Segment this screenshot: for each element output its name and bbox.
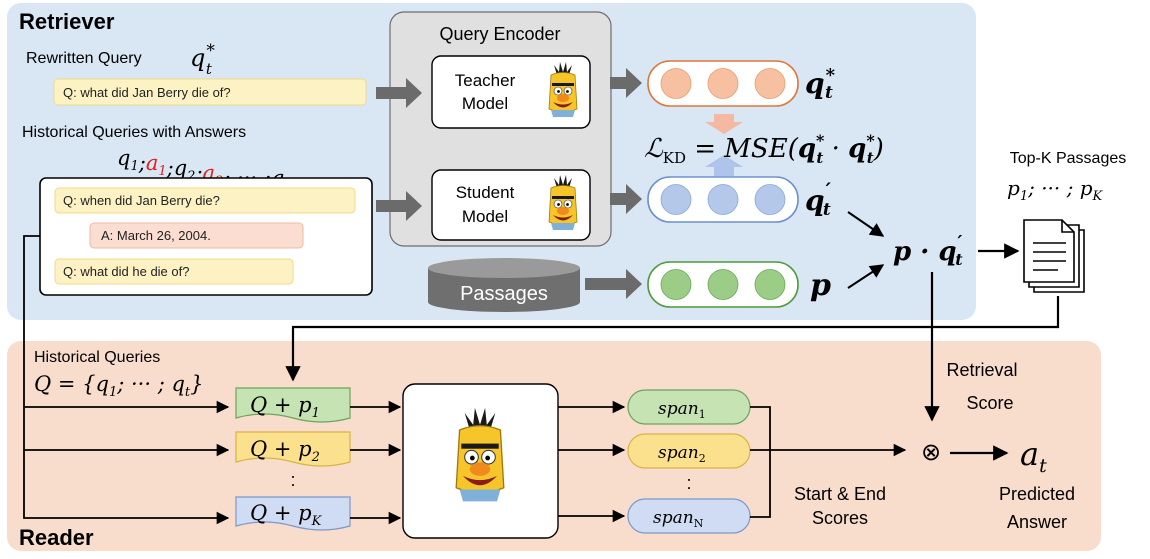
document-stack-icon [1023, 219, 1085, 293]
sequence-token: ; [194, 161, 202, 185]
start-end-label: Scores [812, 508, 868, 528]
database-cylinder-icon [428, 258, 580, 312]
dot-product-label: p · q′t [893, 232, 963, 269]
kd-down-arrow [705, 114, 743, 134]
rewritten-query-label: Rewritten Query [26, 50, 142, 67]
sequence-subscript: 2 [186, 169, 195, 184]
reader-input-label: Q + pK [250, 501, 323, 529]
student-model-label: Model [462, 207, 508, 226]
history-item [54, 187, 356, 214]
rewritten-query-symbol: q*t [190, 41, 215, 78]
embedding-dimension [707, 184, 739, 215]
topk-label: Top-K Passages [1010, 150, 1127, 167]
kd-loss-formula: ℒKD = MSE(q*t · q*t) [644, 131, 884, 167]
history-item-text: A: March 26, 2004. [101, 228, 211, 243]
query-encoder-title: Query Encoder [439, 24, 560, 44]
span-label: spanN [653, 508, 704, 530]
kd-up-arrow [705, 155, 743, 176]
rewritten-query-text: Q: what did Jan Berry die of? [63, 85, 231, 100]
span-output [627, 433, 751, 469]
reader-input-doc [235, 431, 351, 467]
reader-title: Reader [19, 525, 94, 550]
embedding-dimension [754, 68, 786, 99]
sequence-token: a [146, 151, 159, 175]
embedding-dimension [660, 269, 692, 300]
retrieval-score-label: Score [966, 393, 1013, 413]
query-set-formula: Q = {q1; ··· ; qt} [34, 372, 204, 400]
reader-historical-label: Historical Queries [34, 349, 160, 366]
student-to-dot-arrow [847, 211, 885, 237]
sequence-token: q [117, 146, 130, 170]
teacher-model-label: Model [462, 94, 508, 113]
sequence-token: q [174, 156, 187, 180]
span-ellipsis: : [686, 473, 691, 493]
history-item [89, 222, 304, 249]
historical-label: Historical Queries with Answers [22, 124, 246, 141]
otimes-symbol: ⊗ [921, 438, 941, 466]
rewritten-query-bubble [53, 78, 367, 106]
embedding-dimension [660, 68, 692, 99]
student-embedding-label: q′t [805, 178, 832, 220]
teacher-model-label: Teacher [455, 71, 516, 90]
embedding-dimension [660, 184, 692, 215]
sequence-subscript: 1 [158, 164, 166, 179]
input-ellipsis: : [290, 470, 295, 490]
embedding-dimension [754, 269, 786, 300]
passage-to-dot-arrow [847, 264, 885, 289]
topk-sequence: p1; ··· ; pK [1007, 176, 1104, 204]
retriever-title: Retriever [19, 9, 115, 34]
span-output [627, 498, 751, 534]
retrieval-score-label: Retrieval [946, 360, 1017, 380]
span-bracket [750, 406, 771, 518]
predicted-answer-label: Answer [1007, 512, 1067, 532]
history-feed-line [23, 235, 230, 525]
embedding-dimension [707, 269, 739, 300]
history-item-text: Q: when did Jan Berry die? [63, 193, 220, 208]
embedding-dimension [707, 68, 739, 99]
history-item-text: Q: what did he die of? [63, 264, 189, 279]
teacher-embedding-label: q*t [805, 65, 836, 103]
start-end-label: Start & End [794, 484, 886, 504]
span-label: span2 [658, 443, 706, 465]
topk-to-reader-arrow [285, 296, 1060, 382]
embedding-dimension [754, 184, 786, 215]
reader-input-label: Q + p1 [250, 393, 320, 421]
gray-block-arrows [376, 68, 642, 299]
sequence-subscript: 1 [130, 159, 138, 174]
sequence-token: ; [166, 156, 174, 180]
student-model-label: Student [456, 183, 515, 202]
reader-input-doc [235, 496, 351, 531]
passages-label: Passages [460, 283, 548, 305]
history-item [54, 258, 294, 285]
reader-input-label: Q + p2 [250, 437, 320, 465]
answer-symbol: at [1020, 435, 1047, 477]
predicted-answer-label: Predicted [999, 484, 1075, 504]
span-label: span1 [658, 399, 706, 421]
reader-input-doc [235, 387, 351, 423]
passage-embedding-label: p [810, 268, 831, 303]
sequence-token: ; [138, 151, 146, 175]
